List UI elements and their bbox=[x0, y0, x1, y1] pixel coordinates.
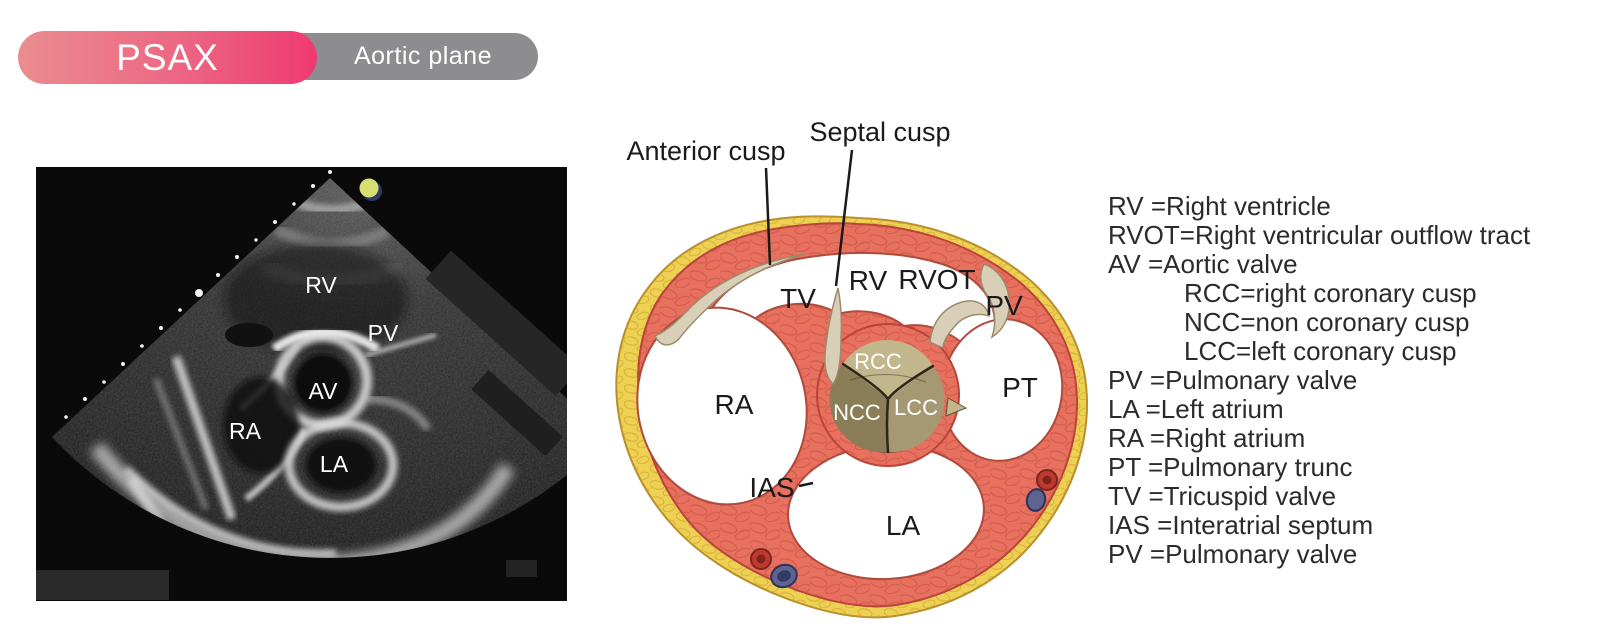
label-tv: TV bbox=[780, 283, 816, 314]
echo-label-av: AV bbox=[309, 378, 339, 404]
cusp-ncc bbox=[829, 364, 888, 453]
pv-leaflet-right bbox=[979, 263, 1011, 339]
label-rcc: RCC bbox=[854, 349, 902, 374]
legend-item: PV =Pulmonary valve bbox=[1108, 539, 1358, 569]
aortic-valve-labels: RCC NCC LCC bbox=[833, 349, 938, 425]
label-ncc: NCC bbox=[833, 400, 881, 425]
aortic-valve: RCC NCC LCC bbox=[816, 323, 968, 467]
echo-panel: RV PV AV RA LA bbox=[36, 167, 567, 601]
view-name-label: PSAX bbox=[116, 36, 219, 78]
probe-marker-icon bbox=[359, 178, 382, 201]
illustration-labels: Anterior cusp Septal cusp TV RV RVOT PV … bbox=[626, 117, 1037, 541]
legend-item: AV =Aortic valve bbox=[1108, 249, 1298, 279]
cusp-lcc bbox=[888, 366, 945, 453]
coronary-vessels bbox=[750, 469, 1058, 589]
legend-item: RV =Right ventricle bbox=[1108, 191, 1331, 221]
cusp-rcc bbox=[843, 339, 933, 399]
callout-lines bbox=[764, 149, 854, 488]
legend-item: PV =Pulmonary valve bbox=[1108, 365, 1358, 395]
echo-label-la: LA bbox=[320, 451, 349, 477]
legend-item: IAS =Interatrial septum bbox=[1108, 510, 1374, 540]
label-lcc: LCC bbox=[894, 395, 938, 420]
tv-septal-leaflet bbox=[824, 287, 843, 386]
echo-labels: RV PV AV RA LA bbox=[229, 272, 399, 477]
aortic-plane-illustration: RCC NCC LCC bbox=[615, 117, 1089, 619]
label-la: LA bbox=[886, 510, 921, 541]
legend-item: LCC=left coronary cusp bbox=[1184, 336, 1457, 366]
view-name-badge: PSAX bbox=[18, 31, 317, 84]
echo-label-ra: RA bbox=[229, 418, 262, 444]
label-rvot: RVOT bbox=[898, 264, 975, 295]
tv-anterior-leaflet bbox=[653, 253, 806, 346]
legend-item: RA =Right atrium bbox=[1108, 423, 1306, 453]
heart-chambers bbox=[636, 251, 1064, 581]
callout-septal-cusp: Septal cusp bbox=[809, 117, 950, 147]
pv-leaflet-left bbox=[929, 300, 990, 350]
echo-caliper-dots bbox=[64, 170, 332, 419]
label-pv: PV bbox=[985, 290, 1023, 321]
valve-leaflets bbox=[653, 253, 1011, 386]
legend-item: LA =Left atrium bbox=[1108, 394, 1284, 424]
legend-item: NCC=non coronary cusp bbox=[1184, 307, 1470, 337]
label-ias: IAS bbox=[749, 472, 794, 503]
label-pt: PT bbox=[1002, 372, 1038, 403]
view-plane-label: Aortic plane bbox=[353, 42, 492, 70]
legend-item: TV =Tricuspid valve bbox=[1108, 481, 1337, 511]
callout-anterior-cusp: Anterior cusp bbox=[626, 136, 785, 166]
legend-item: RCC=right coronary cusp bbox=[1184, 278, 1477, 308]
legend-item: RVOT=Right ventricular outflow tract bbox=[1108, 220, 1531, 250]
echo-label-rv: RV bbox=[305, 272, 337, 298]
echo-label-pv: PV bbox=[368, 320, 399, 346]
label-rv: RV bbox=[849, 265, 888, 296]
label-ra: RA bbox=[715, 389, 754, 420]
echo-image: RV PV AV RA LA bbox=[36, 167, 567, 601]
legend-item: PT =Pulmonary trunc bbox=[1108, 452, 1353, 482]
